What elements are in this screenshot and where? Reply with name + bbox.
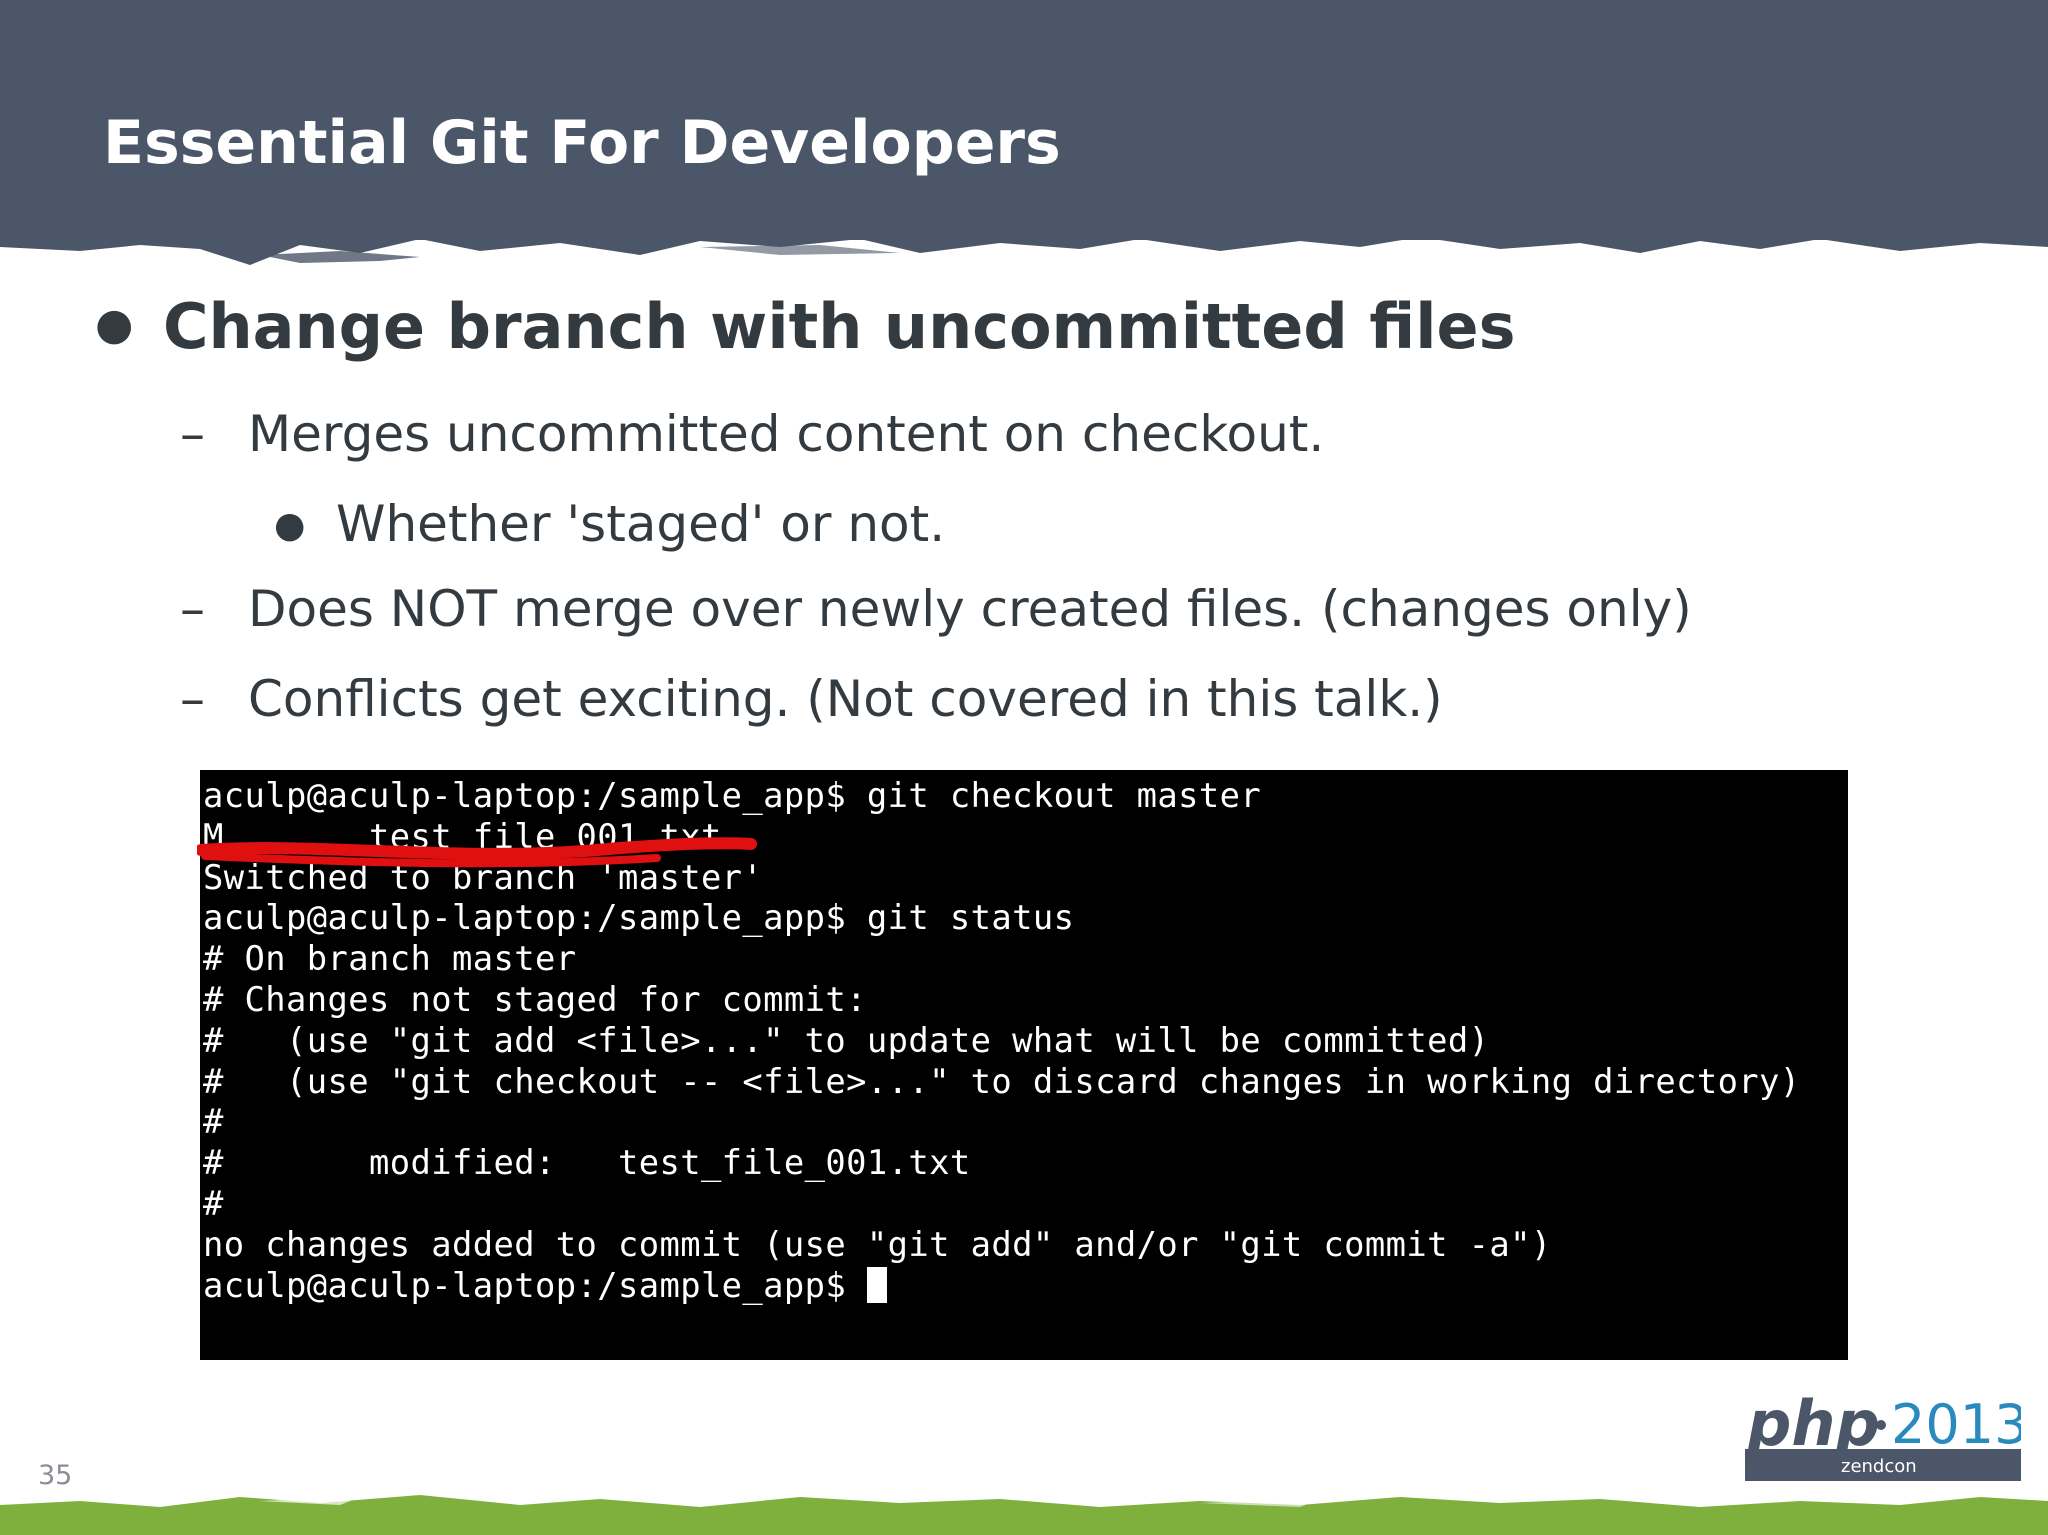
bullet-dot-icon: ● xyxy=(95,299,134,351)
sub-item: –Does NOT merge over newly created files… xyxy=(180,580,1692,638)
bullet-main-text: Change branch with uncommitted files xyxy=(163,290,1516,363)
header-torn-edge xyxy=(0,225,2048,265)
header-band xyxy=(0,0,2048,240)
slide-title: Essential Git For Developers xyxy=(103,108,1061,178)
terminal-line: # (use "git checkout -- <file>..." to di… xyxy=(203,1061,1801,1101)
dash-icon: – xyxy=(180,580,205,638)
logo-dot xyxy=(1876,1420,1886,1430)
bullet-main: ● Change branch with uncommitted files xyxy=(95,290,1515,363)
terminal-screenshot: aculp@aculp-laptop:/sample_app$ git chec… xyxy=(200,770,1848,1360)
terminal-line: no changes added to commit (use "git add… xyxy=(203,1224,1552,1264)
footer-torn-band xyxy=(0,1495,2048,1535)
logo-sub-text: zendcon xyxy=(1841,1456,1917,1477)
terminal-line: # xyxy=(203,1102,224,1142)
red-underline-annotation xyxy=(197,837,757,868)
logo-year-text: 2013 xyxy=(1891,1393,2021,1456)
terminal-cursor xyxy=(866,1266,887,1303)
sub-item: –Conflicts get exciting. (Not covered in… xyxy=(180,670,1443,728)
page-number: 35 xyxy=(38,1460,73,1491)
logo-php-text: php xyxy=(1746,1387,1880,1460)
bullet-dot-icon: ● xyxy=(274,505,306,546)
sub-sub-item-text: Whether 'staged' or not. xyxy=(336,495,946,553)
terminal-line: aculp@aculp-laptop:/sample_app$ git stat… xyxy=(203,898,1075,938)
terminal-line: # Changes not staged for commit: xyxy=(203,979,867,1019)
terminal-line: aculp@aculp-laptop:/sample_app$ git chec… xyxy=(203,776,1262,815)
terminal-line: # modified: test_file_001.txt xyxy=(203,1143,971,1183)
terminal-line: # xyxy=(203,1183,224,1223)
sub-sub-item: ● Whether 'staged' or not. xyxy=(274,495,945,553)
dash-icon: – xyxy=(180,405,205,463)
terminal-line: # On branch master xyxy=(203,939,577,979)
sub-item-text: Conflicts get exciting. (Not covered in … xyxy=(248,670,1443,728)
terminal-line: # (use "git add <file>..." to update wha… xyxy=(203,1020,1490,1060)
php-2013-logo: php 2013 zendcon xyxy=(1745,1387,2021,1481)
sub-item-text: Does NOT merge over newly created files.… xyxy=(248,580,1692,638)
sub-item-text: Merges uncommitted content on checkout. xyxy=(248,405,1325,463)
terminal-line: aculp@aculp-laptop:/sample_app$ xyxy=(203,1265,867,1305)
sub-item: –Merges uncommitted content on checkout. xyxy=(180,405,1324,463)
dash-icon: – xyxy=(180,670,205,728)
